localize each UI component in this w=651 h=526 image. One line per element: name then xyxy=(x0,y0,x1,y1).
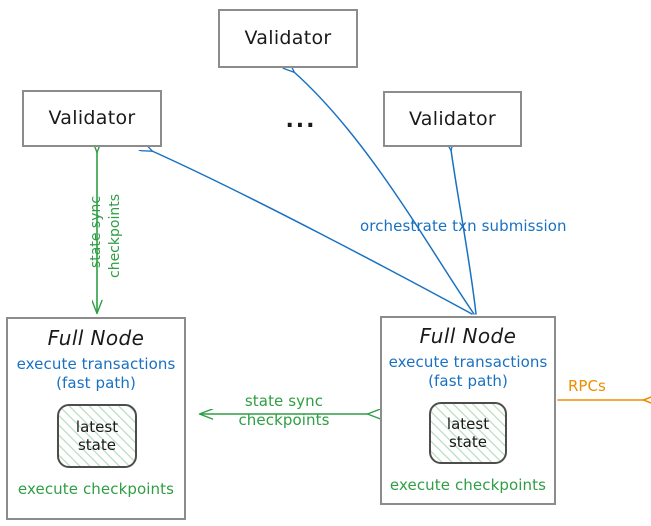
full-node-left-title: Full Node xyxy=(47,326,145,350)
full-node-left-latest-state-label: latest state xyxy=(75,418,119,454)
edge-fullnode-to-validator-top xyxy=(294,72,475,315)
validator-right-box[interactable] xyxy=(383,91,522,147)
validator-right-label: Validator xyxy=(408,108,496,130)
full-node-left-execute-checkpoints: execute checkpoints xyxy=(17,480,175,498)
state-sync-vertical-label-line1: state sync xyxy=(88,195,104,268)
edge-fullnode-to-validator-right xyxy=(451,150,477,315)
full-node-left-latest-state-chip[interactable]: latest state xyxy=(57,404,137,468)
full-node-right-latest-state-label: latest state xyxy=(446,415,490,451)
state-sync-vertical-label-line2: checkpoints xyxy=(107,194,123,278)
state-sync-horizontal-label-line2: checkpoints xyxy=(238,411,330,429)
full-node-right-fast-path: (fast path) xyxy=(428,372,508,390)
full-node-right-execute-checkpoints: execute checkpoints xyxy=(389,476,547,494)
validator-left-box[interactable] xyxy=(22,90,162,147)
full-node-right-execute-transactions: execute transactions xyxy=(388,353,548,371)
full-node-left-fast-path: (fast path) xyxy=(56,374,136,392)
full-node-left-execute-transactions: execute transactions xyxy=(16,355,176,373)
orchestrate-txn-submission-label: orchestrate txn submission xyxy=(360,217,567,235)
full-node-right-latest-state-chip[interactable]: latest state xyxy=(429,402,507,464)
validator-top-box[interactable] xyxy=(218,9,358,68)
validator-left-label: Validator xyxy=(48,107,136,129)
validator-ellipsis: ... xyxy=(285,108,317,133)
full-node-right-title: Full Node xyxy=(419,324,517,348)
state-sync-horizontal-label-line1: state sync xyxy=(244,392,324,410)
rpcs-label: RPCs xyxy=(568,377,606,395)
edge-fullnode-to-validator-left xyxy=(152,151,473,315)
validator-top-label: Validator xyxy=(244,27,332,49)
